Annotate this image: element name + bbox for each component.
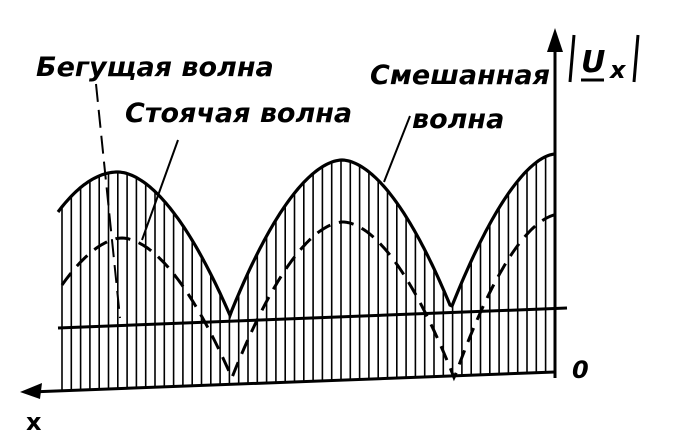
mixed-wave-label-line2: волна <box>412 104 504 135</box>
y-axis-arrow <box>547 28 563 52</box>
x-axis-line <box>29 370 556 394</box>
traveling-wave-leader <box>95 83 121 319</box>
x-axis-arrow <box>20 383 42 399</box>
x-axis-label: x <box>26 408 42 436</box>
mixed-wave-curve <box>56 152 555 320</box>
traveling-wave-label: Бегущая волна <box>36 52 274 83</box>
mixed-wave-leader <box>383 115 411 183</box>
origin-label: 0 <box>572 356 589 384</box>
abs-bar-left <box>568 34 576 83</box>
mixed-wave-label-line1: Смешанная <box>370 60 550 91</box>
standing-wave-leader <box>141 139 179 241</box>
hatching <box>61 156 547 391</box>
standing-wave-curve <box>60 212 559 382</box>
y-axis-symbol: U <box>581 45 605 80</box>
y-axis-subscript: x <box>609 56 627 84</box>
abs-bar-right <box>632 34 640 83</box>
standing-wave-label: Стоячая волна <box>125 98 352 129</box>
